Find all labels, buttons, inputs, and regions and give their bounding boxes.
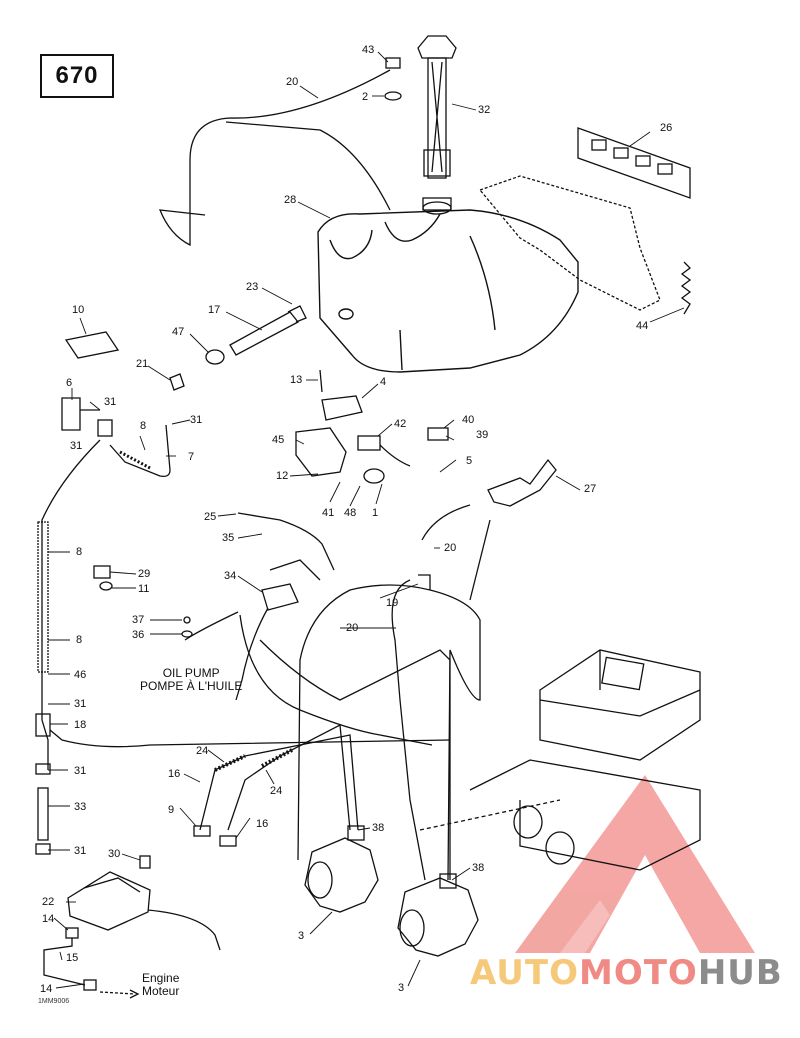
engine-note-en: Engine [142, 971, 180, 985]
callout: 16 [168, 768, 181, 780]
callout: 28 [284, 194, 297, 206]
callout: 8 [140, 420, 147, 432]
watermark-moto: MOTO [578, 953, 698, 993]
callout: 27 [584, 483, 597, 495]
callout: 14 [42, 913, 55, 925]
callout: 38 [472, 862, 485, 874]
oil-pump [67, 855, 221, 951]
callout: 3 [398, 982, 405, 994]
callout: 40 [462, 414, 475, 426]
callout: 31 [74, 845, 87, 857]
carburetor-2 [397, 873, 479, 957]
callout: 29 [138, 568, 151, 580]
tank-cap [417, 35, 457, 215]
callout: 32 [478, 104, 491, 116]
callout: 35 [222, 532, 235, 544]
watermark-logo-icon [515, 775, 755, 953]
callout: 38 [372, 822, 385, 834]
callout: 5 [466, 455, 473, 467]
callout: 23 [246, 281, 259, 293]
callout: 37 [132, 614, 145, 626]
engine-note-fr: Moteur [142, 984, 180, 998]
callout: 44 [636, 320, 649, 332]
callout: 8 [76, 634, 83, 646]
callout: 26 [660, 122, 673, 134]
callout: 48 [344, 507, 357, 519]
callout: 31 [74, 765, 87, 777]
callout: 16 [256, 818, 269, 830]
callout: 34 [224, 570, 237, 582]
page-number-box: 670 [40, 54, 114, 98]
callout: 20 [286, 76, 299, 88]
oil-tank [317, 209, 579, 373]
callout: 47 [172, 326, 185, 338]
watermark-text: AUTOMOTOHUB [470, 953, 783, 993]
callout: 11 [138, 583, 150, 595]
callout: 31 [70, 440, 83, 452]
callout: 22 [42, 896, 55, 908]
oil-pump-note-en: OIL PUMP [162, 666, 220, 680]
callout: 9 [168, 804, 175, 816]
callout: 10 [72, 304, 85, 316]
oil-pump-note-fr: POMPE À L'HUILE [140, 679, 243, 693]
callout: 24 [196, 745, 209, 757]
callout: 31 [190, 414, 203, 426]
engine-note: Engine Moteur [142, 972, 179, 998]
callout: 21 [136, 358, 149, 370]
callout: 3 [298, 930, 305, 942]
callout: 1 [372, 507, 379, 519]
watermark-auto: AUTO [470, 953, 579, 993]
callout: 13 [290, 374, 303, 386]
callout: 46 [74, 669, 87, 681]
callout: 43 [362, 44, 375, 56]
callout: 42 [394, 418, 407, 430]
figure-reference: 1MM9006 [38, 998, 70, 1005]
callout: 31 [74, 698, 87, 710]
callout: 41 [322, 507, 335, 519]
callout: 25 [204, 511, 217, 523]
callout: 19 [386, 597, 399, 609]
callout: 36 [132, 629, 145, 641]
callout: 7 [188, 451, 195, 463]
oil-level-sensor-module [295, 369, 449, 484]
callout: 24 [270, 785, 283, 797]
watermark-hub: HUB [697, 953, 783, 993]
callout: 33 [74, 801, 87, 813]
oil-pump-note: OIL PUMP POMPE À L'HUILE [140, 667, 242, 693]
callout: 6 [66, 377, 73, 389]
callout: 8 [76, 546, 83, 558]
callout: 45 [272, 434, 285, 446]
callout: 2 [362, 91, 369, 103]
callout: 39 [476, 429, 489, 441]
callout: 30 [108, 848, 121, 860]
callout: 20 [444, 542, 457, 554]
callout: 15 [66, 952, 79, 964]
page-number: 670 [55, 62, 99, 89]
callout: 20 [346, 622, 359, 634]
callout: 4 [380, 376, 387, 388]
callout: 17 [208, 304, 221, 316]
callout: 18 [74, 719, 87, 731]
callout: 31 [104, 396, 117, 408]
leader-lines [48, 51, 685, 989]
bracket [577, 127, 691, 199]
callout: 14 [40, 983, 53, 995]
callout: 12 [276, 470, 289, 482]
carburetor-1 [304, 825, 379, 913]
